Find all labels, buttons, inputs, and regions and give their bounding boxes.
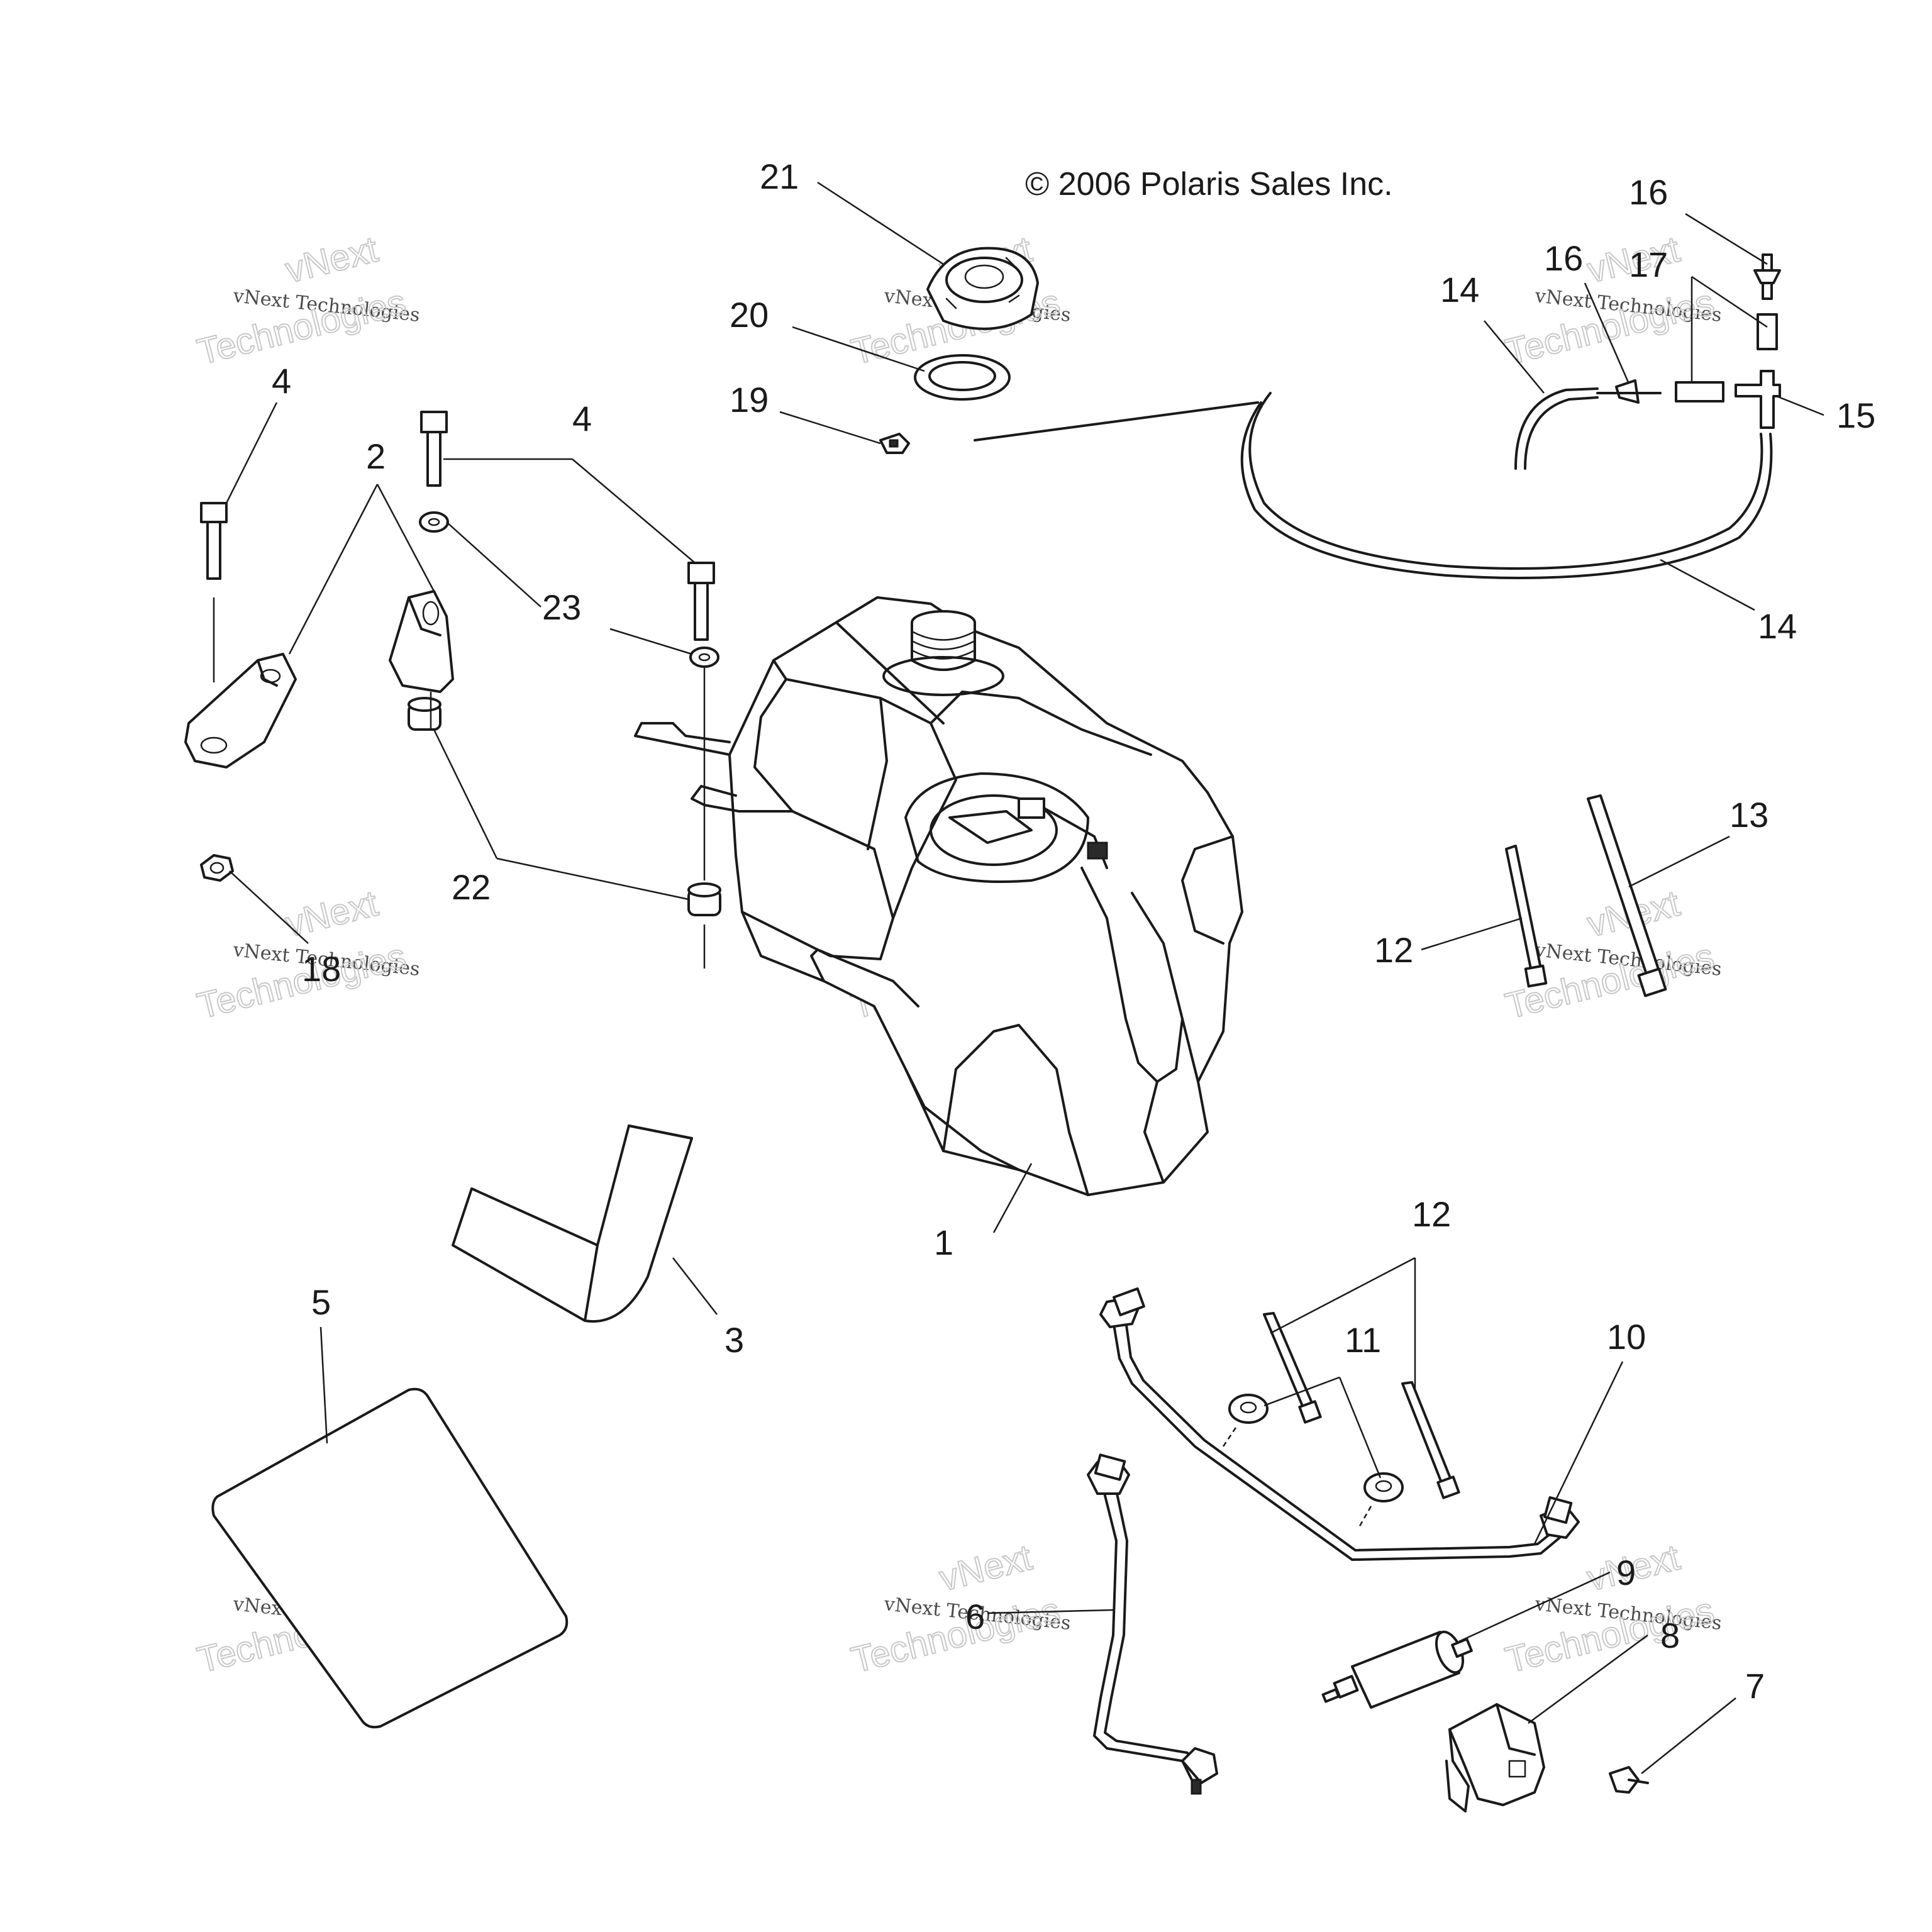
- part-check-valve-a: [1596, 379, 1662, 404]
- part-bolt-a: [200, 502, 228, 682]
- callout-20: 20: [730, 295, 769, 335]
- part-fuel-filter: [1321, 1630, 1473, 1709]
- callout-6: 6: [965, 1597, 985, 1636]
- part-fuel-tank: [634, 596, 1243, 1196]
- callout-8: 8: [1660, 1616, 1680, 1655]
- leader-lines: [225, 181, 1824, 1774]
- part-tee-fitting: [1735, 370, 1781, 429]
- callout-13: 13: [1729, 795, 1768, 835]
- callout-16-top: 16: [1629, 172, 1668, 212]
- callout-18: 18: [302, 949, 341, 989]
- part-vent-hose-short: [1514, 387, 1599, 470]
- callout-3: 3: [724, 1320, 744, 1360]
- part-bushing-upper: [408, 697, 441, 731]
- part-cable-tie-a: [1505, 845, 1548, 988]
- part-decal: [211, 1387, 569, 1729]
- part-vent-tube: [1757, 313, 1778, 350]
- callout-4-right: 4: [572, 399, 592, 438]
- callout-2: 2: [366, 436, 386, 476]
- part-connector-hose: [1675, 381, 1724, 402]
- part-cable-tie-d: [1401, 1381, 1460, 1499]
- part-bushing-lower: [687, 882, 721, 916]
- callout-numbers: 21 20 19 16 16 17 14 14 15 4 4 2 23 22 1…: [272, 157, 1875, 1706]
- part-bolt-b: [420, 411, 448, 487]
- part-fuel-line-lower: [1087, 1453, 1218, 1795]
- part-washer-lower: [689, 647, 719, 668]
- part-bracket-right: [389, 590, 454, 693]
- part-check-valve-b: [1753, 253, 1781, 300]
- watermark-top-left: vNext vNext Technologies Technologies: [192, 228, 421, 374]
- part-fuel-line-upper: [1099, 1287, 1580, 1561]
- callout-23: 23: [542, 587, 581, 627]
- watermark-bottom-right: vNext vNext Technologies Technologies: [1501, 1536, 1723, 1682]
- callout-21: 21: [760, 157, 799, 196]
- part-grommet-b: [1357, 1472, 1404, 1529]
- callout-19: 19: [730, 380, 769, 419]
- callout-4-left: 4: [272, 361, 291, 401]
- watermark-brand-top: vNext: [281, 883, 382, 945]
- part-bolt-c: [687, 562, 715, 641]
- callout-15: 15: [1836, 396, 1875, 435]
- part-vent-hose-long: [974, 392, 1773, 579]
- part-screw: [1609, 1766, 1649, 1794]
- copyright-notice: © 2006 Polaris Sales Inc.: [1025, 166, 1393, 203]
- callout-12-right: 12: [1374, 930, 1413, 970]
- part-clip: [879, 433, 910, 454]
- callout-22: 22: [452, 867, 491, 907]
- part-foam-pad: [452, 1124, 693, 1323]
- watermark-top-right: vNext vNext Technologies Technologies: [1501, 228, 1723, 374]
- part-cable-tie-b: [1587, 794, 1667, 997]
- callout-11: 11: [1345, 1320, 1381, 1360]
- part-washer-upper: [419, 511, 449, 533]
- callout-5: 5: [311, 1282, 331, 1322]
- part-bracket-left: [184, 653, 297, 769]
- part-cable-tie-c: [1263, 1312, 1322, 1424]
- part-fuel-cap: [926, 247, 1039, 330]
- watermark-bottom-center: vNext vNext Technologies Technologies: [847, 1536, 1072, 1682]
- callout-14-upper: 14: [1440, 270, 1479, 309]
- part-grommet-a: [1222, 1394, 1269, 1447]
- part-gasket: [914, 354, 1011, 401]
- part-filter-bracket: [1445, 1703, 1545, 1813]
- callout-16-mid: 16: [1544, 238, 1583, 278]
- callout-1: 1: [934, 1223, 953, 1262]
- callout-9: 9: [1616, 1553, 1636, 1592]
- watermark-brand-top: vNext: [935, 1537, 1036, 1599]
- watermark-brand-top: vNext: [281, 229, 382, 291]
- callout-17: 17: [1629, 245, 1668, 284]
- callout-10: 10: [1607, 1317, 1646, 1357]
- part-nut: [200, 854, 234, 882]
- callout-7: 7: [1745, 1666, 1765, 1706]
- callout-12-bottom: 12: [1412, 1194, 1451, 1234]
- callout-14-lower: 14: [1758, 606, 1797, 646]
